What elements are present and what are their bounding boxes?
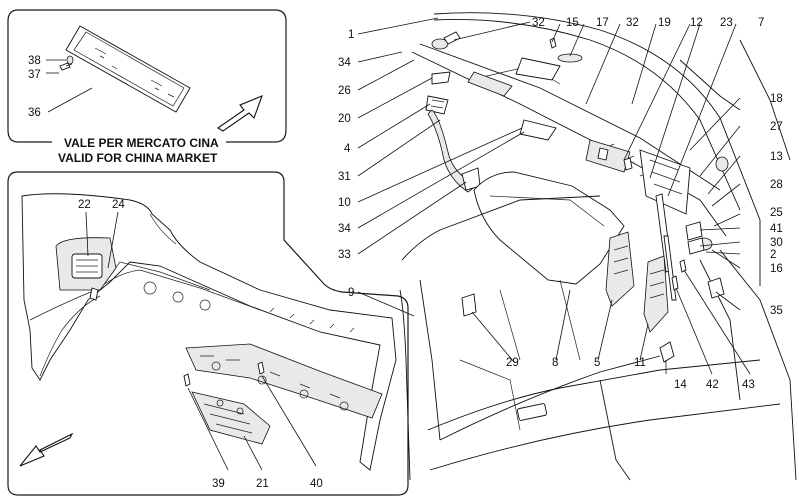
china-market-inset: 38 37 36 VALE PER MERCATO CINA VALID FOR… — [7, 9, 287, 165]
trim-panels — [467, 57, 691, 215]
china-caption-line1: VALE PER MERCATO CINA — [64, 136, 219, 150]
label-21: 21 — [256, 478, 269, 490]
label-23: 23 — [720, 17, 733, 29]
striker-14 — [659, 341, 675, 363]
label-14: 14 — [674, 379, 687, 391]
bracket-35 — [707, 277, 725, 299]
label-28: 28 — [770, 179, 783, 191]
clips-42-43 — [671, 259, 687, 291]
label-32a: 32 — [532, 17, 545, 29]
label-22: 22 — [78, 199, 91, 211]
label-33: 33 — [338, 249, 351, 261]
label-35: 35 — [770, 305, 783, 317]
label-30: 30 — [770, 237, 783, 249]
license-plate-frame — [65, 25, 191, 113]
rear-bumper-cover — [21, 193, 397, 471]
label-7: 7 — [758, 17, 764, 29]
label-32b: 32 — [626, 17, 639, 29]
label-2: 2 — [770, 249, 776, 261]
direction-arrow-bumper — [19, 432, 74, 467]
label-42: 42 — [706, 379, 719, 391]
main-trunk-view: 1 32 15 17 32 19 12 23 7 34 26 20 18 27 … — [338, 12, 797, 481]
direction-arrow-china — [216, 95, 263, 132]
label-5: 5 — [594, 357, 600, 369]
label-39: 39 — [212, 478, 225, 490]
label-27: 27 — [770, 121, 783, 133]
label-15: 15 — [566, 17, 579, 29]
clip-29 — [461, 293, 477, 317]
tow-bracket-21 — [191, 391, 271, 445]
label-10: 10 — [338, 197, 351, 209]
side-trim-11 — [643, 255, 669, 333]
trunk-floor-cover-8 — [473, 171, 625, 285]
label-41: 41 — [770, 223, 783, 235]
screw-40 — [257, 361, 265, 375]
label-34b: 34 — [338, 223, 351, 235]
grommet-38 — [66, 55, 74, 65]
bumper-inset: 22 24 39 21 40 — [7, 171, 409, 496]
label-1: 1 — [348, 29, 354, 41]
pillar-trim-31 — [427, 109, 477, 193]
label-36: 36 — [28, 107, 41, 119]
label-12: 12 — [690, 17, 703, 29]
label-38: 38 — [28, 55, 41, 67]
label-37: 37 — [28, 69, 41, 81]
label-4: 4 — [344, 143, 351, 155]
label-13: 13 — [770, 151, 783, 163]
label-31: 31 — [338, 171, 351, 183]
china-caption-line2: VALID FOR CHINA MARKET — [58, 151, 218, 165]
side-trim-5 — [605, 231, 635, 307]
label-9: 9 — [348, 287, 354, 299]
label-16: 16 — [770, 263, 783, 275]
screw-39 — [183, 373, 191, 387]
label-43: 43 — [742, 379, 755, 391]
label-20: 20 — [338, 113, 351, 125]
label-40: 40 — [310, 478, 323, 490]
label-17: 17 — [596, 17, 609, 29]
label-18: 18 — [770, 93, 783, 105]
label-25: 25 — [770, 207, 783, 219]
label-29: 29 — [506, 357, 519, 369]
label-19: 19 — [658, 17, 671, 29]
label-34a: 34 — [338, 57, 351, 69]
label-8: 8 — [552, 357, 558, 369]
sensor-module-22 — [55, 237, 117, 301]
switch-41-30 — [685, 221, 705, 255]
label-11: 11 — [634, 357, 646, 369]
bumper-reinforcement — [185, 343, 383, 419]
screw-37 — [59, 62, 73, 71]
label-26: 26 — [338, 85, 351, 97]
label-24: 24 — [112, 199, 125, 211]
